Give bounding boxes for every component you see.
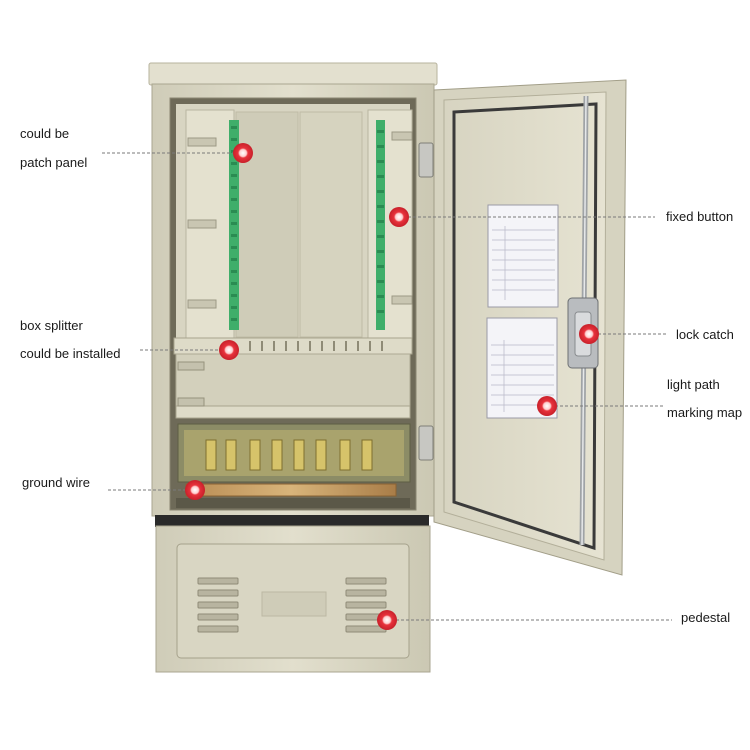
marking-map-sheet-top [487, 204, 559, 308]
marker-box-splitter [219, 340, 239, 360]
patch-panel-left [185, 109, 239, 339]
pedestal-base [155, 525, 431, 673]
label-patch-panel-line2: patch panel [20, 155, 88, 170]
label-box-splitter-line1: box splitter [20, 318, 83, 333]
label-light-path-line1: light path [667, 377, 720, 392]
label-patch-panel-line1: could be [20, 126, 70, 141]
terminal-block [176, 423, 411, 508]
hinge-icon [418, 142, 434, 461]
leader-lines [102, 152, 672, 621]
marker-pedestal [377, 610, 397, 630]
marker-fixed-button [389, 207, 409, 227]
label-box-splitter-line2: could be installed [20, 346, 121, 361]
base-separator [155, 515, 429, 527]
label-ground-wire: ground wire [22, 475, 90, 490]
marker-light-path [537, 396, 557, 416]
label-fixed-button: fixed button [666, 209, 734, 224]
splitter-shelf [173, 337, 413, 419]
cabinet-top-cap [148, 62, 438, 86]
label-lock-catch: lock catch [676, 327, 734, 342]
marker-lock-catch [579, 324, 599, 344]
label-pedestal: pedestal [681, 610, 731, 625]
label-light-path-line2: marking map [667, 405, 743, 420]
lock-rod [567, 95, 599, 546]
cabinet-door [433, 79, 627, 576]
marker-ground-wire [185, 480, 205, 500]
marker-patch-panel [233, 143, 253, 163]
